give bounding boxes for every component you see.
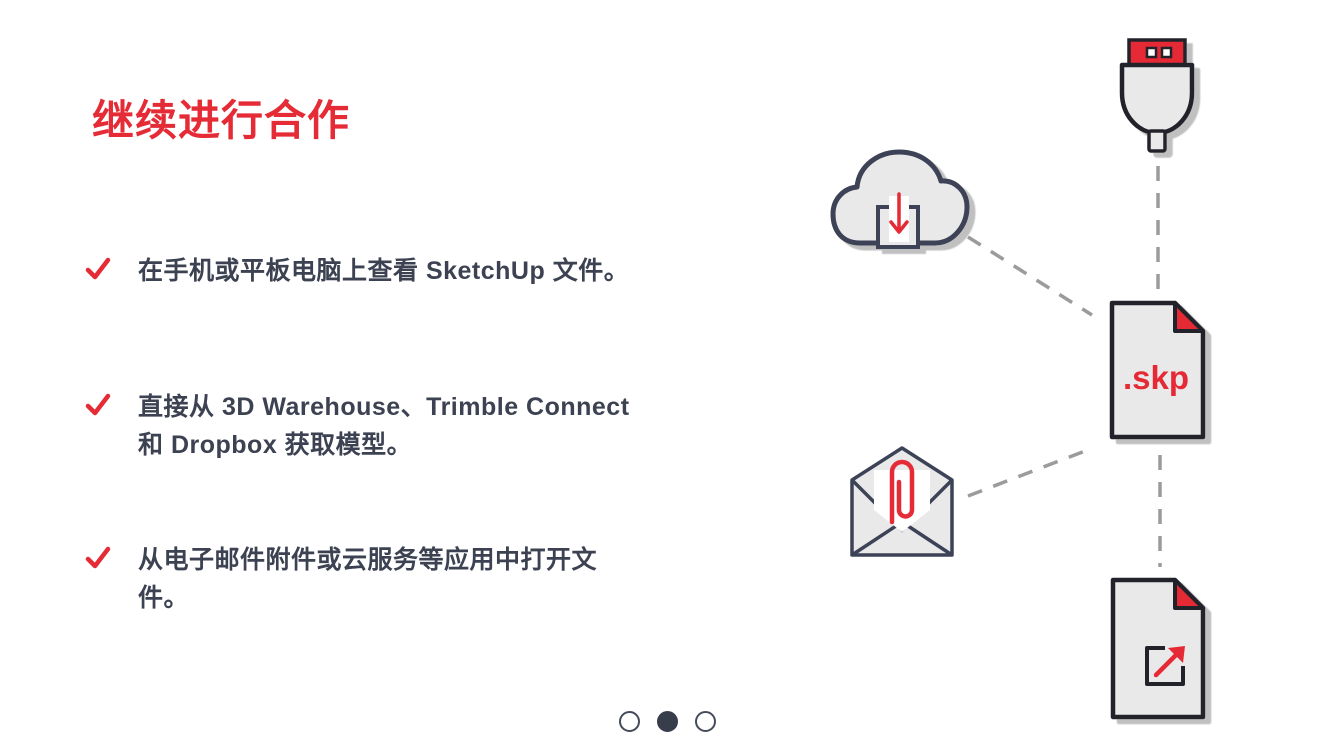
carousel-dot-3[interactable] — [694, 711, 716, 732]
feature-item: 在手机或平板电脑上查看 SketchUp 文件。 — [84, 252, 644, 290]
paperclip — [889, 459, 915, 525]
dashed-line-cloud-to-skp — [967, 235, 1093, 317]
check-icon — [85, 257, 111, 280]
carousel-dot-1[interactable] — [618, 711, 640, 732]
feature-text: 在手机或平板电脑上查看 SketchUp 文件。 — [138, 257, 630, 285]
page-title: 继续进行合作 — [92, 97, 351, 145]
open-external-arrowhead — [1168, 646, 1185, 663]
feature-item: 直接从 3D Warehouse、Trimble Connect 和 Dropb… — [84, 388, 644, 464]
email-attachment-icon — [850, 446, 954, 557]
cloud-download-icon — [830, 149, 970, 249]
check-icon — [85, 546, 111, 569]
skp-file-icon: .skp — [1109, 300, 1206, 440]
skp-file-label: .skp — [1123, 359, 1189, 396]
dashed-line-email-to-skp — [967, 449, 1086, 498]
illustration: .skp — [830, 38, 1206, 720]
open-file-icon — [1110, 577, 1206, 720]
check-icon — [85, 393, 111, 416]
feature-item: 从电子邮件附件或云服务等应用中打开文件。 — [84, 541, 644, 617]
open-external-square — [1145, 646, 1185, 686]
feature-text: 从电子邮件附件或云服务等应用中打开文件。 — [138, 546, 598, 612]
usb-plug-icon — [1119, 38, 1195, 153]
feature-text: 直接从 3D Warehouse、Trimble Connect 和 Dropb… — [138, 393, 630, 459]
carousel-dot-2[interactable] — [656, 711, 678, 732]
download-arrow — [889, 192, 909, 234]
dashed-connectors — [967, 166, 1162, 567]
carousel-dots — [0, 711, 1334, 732]
feature-list: 在手机或平板电脑上查看 SketchUp 文件。 直接从 3D Warehous… — [84, 0, 644, 750]
